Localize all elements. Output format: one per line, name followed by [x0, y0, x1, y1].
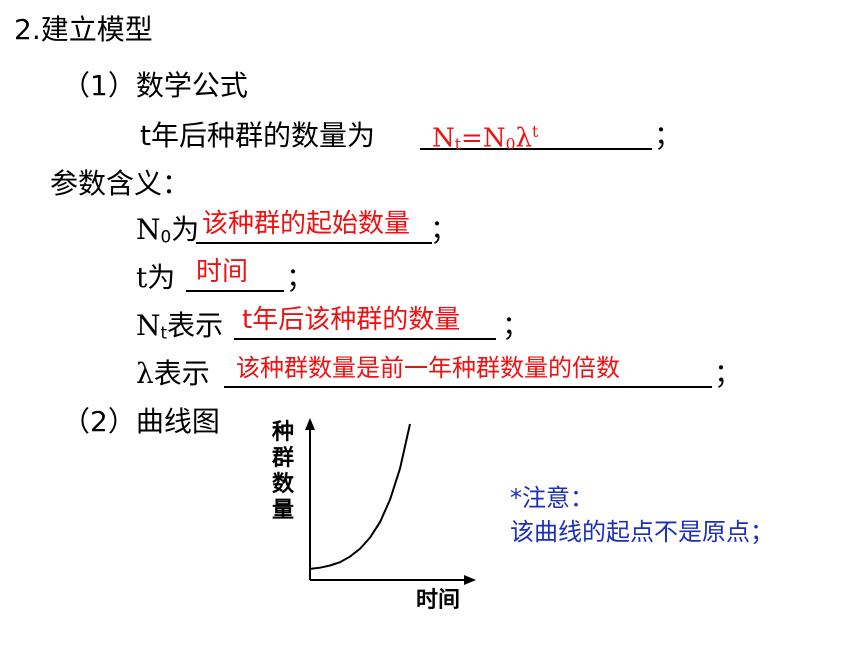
- param-n0-main: N: [136, 213, 161, 246]
- section-title: 2.建立模型: [14, 13, 153, 46]
- param-nt-sub: t: [160, 322, 168, 343]
- chart-y-label: 种 群 数 量: [272, 420, 298, 524]
- formula-prefix: t年后种群的数量为: [140, 119, 375, 152]
- formula-sub-0: 0: [505, 135, 516, 154]
- param-t-blank: [186, 290, 284, 292]
- param-lambda-main: λ: [136, 357, 154, 390]
- param-t-answer: 时间: [196, 257, 249, 287]
- y-label-char: 量: [272, 498, 295, 523]
- formula-blank: [420, 148, 652, 150]
- chart-svg: [305, 418, 476, 585]
- param-lambda-blank: [224, 386, 712, 388]
- param-t-tail: 为: [147, 261, 176, 294]
- y-axis-arrow: [305, 418, 315, 430]
- formula-sub-t: t: [454, 135, 462, 154]
- note-title: *注意：: [510, 484, 594, 512]
- growth-chart: 种 群 数 量 时间: [268, 410, 488, 620]
- param-lambda-label: λ表示: [136, 356, 210, 392]
- param-lambda-answer: 该种群数量是前一年种群数量的倍数: [236, 354, 620, 382]
- param-nt-end: ；: [502, 309, 531, 342]
- part2-heading: （2）曲线图: [62, 405, 220, 438]
- growth-curve: [309, 423, 411, 570]
- param-lambda-tail: 表示: [153, 357, 210, 390]
- param-t-label: t为: [136, 260, 175, 296]
- param-nt-answer: t年后该种群的数量: [242, 305, 461, 335]
- param-n0-end: ；: [430, 213, 459, 246]
- formula-sup-t: t: [531, 123, 539, 141]
- x-axis-arrow: [464, 575, 476, 585]
- param-n0-blank: [196, 242, 432, 244]
- param-n0-answer: 该种群的起始数量: [202, 209, 411, 239]
- y-label-char: 群: [272, 446, 295, 471]
- param-n0-label: N0为: [136, 212, 199, 254]
- param-n0-sub: 0: [160, 226, 172, 247]
- param-nt-label: Nt表示: [136, 308, 223, 350]
- formula-answer: Nt=N0λt: [432, 116, 538, 160]
- part1-heading: （1）数学公式: [62, 69, 248, 102]
- formula-end: ；: [654, 119, 683, 152]
- formula-lambda: λ: [515, 123, 532, 154]
- y-label-char: 种: [272, 420, 295, 445]
- param-lambda-end: ；: [714, 357, 743, 390]
- formula-eq-n: =N: [461, 123, 506, 154]
- param-t-end: ；: [286, 261, 315, 294]
- param-nt-main: N: [136, 309, 161, 342]
- param-nt-blank: [234, 338, 496, 340]
- params-heading: 参数含义：: [50, 167, 191, 200]
- param-nt-tail: 表示: [167, 309, 224, 342]
- param-t-main: t: [136, 261, 148, 294]
- param-n0-tail: 为: [171, 213, 200, 246]
- note-text: 该曲线的起点不是原点；: [510, 518, 774, 546]
- formula-n: N: [432, 123, 455, 154]
- chart-x-label: 时间: [416, 588, 461, 613]
- y-label-char: 数: [272, 472, 295, 497]
